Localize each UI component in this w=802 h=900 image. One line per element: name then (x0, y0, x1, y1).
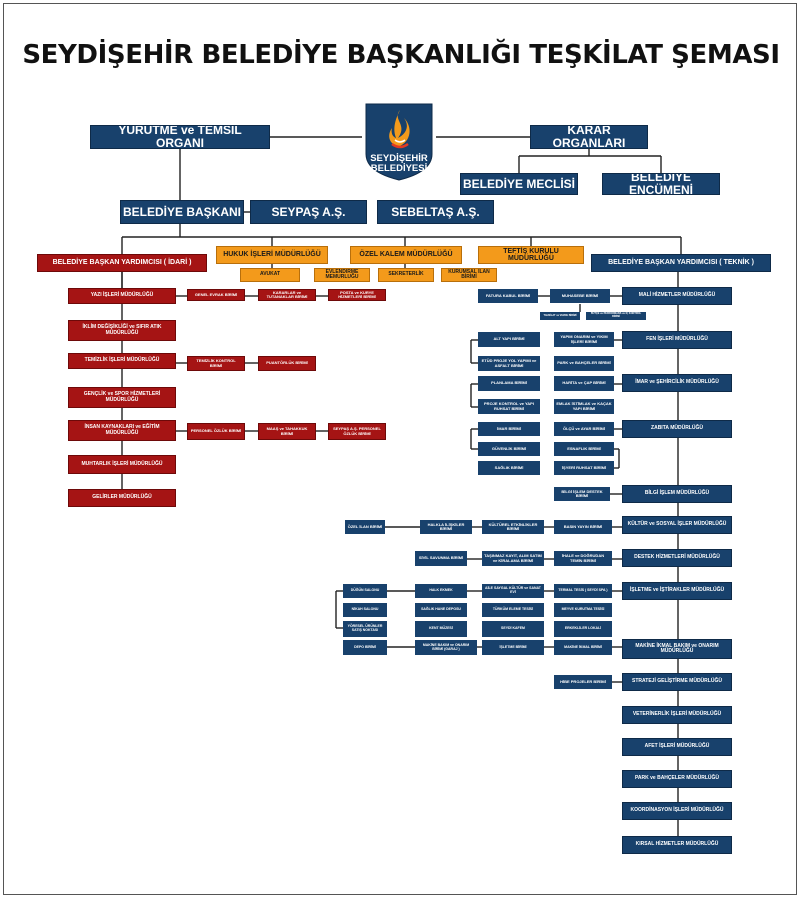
tech-imar-unit-2: PROJE KONTROL ve YAPI RUHSAT BİRİMİ (478, 399, 540, 414)
enterprise-unit-7: MEYVE KURUTMA TESİSİ (554, 603, 612, 617)
admin-unit-2-0: TEMİZLİK KONTROL BİRİMİ (187, 356, 245, 371)
culture-unit-0: ÖZEL İLAN BİRİMİ (345, 520, 385, 534)
lawyer-box: AVUKAT (240, 268, 300, 282)
machinery-unit-0: DEPO BİRİMİ (343, 640, 387, 655)
enterprise-unit-3: TERMAL TESİS ( SEYDİ SPA ) (554, 584, 612, 598)
admin-unit-0-1: KARARLAR ve TUTANAKLAR BİRİMİ (258, 289, 316, 301)
marriage-office-box: EVLENDİRME MEMURLUĞU (314, 268, 370, 282)
tech-fen-unit-0: ALT YAPI BİRİMİ (478, 332, 540, 347)
support-unit-0: SİVİL SAVUNMA BİRİMİ (415, 551, 467, 566)
executive-organ-box: YÜRÜTME ve TEMSİL ORGANI (90, 125, 270, 149)
page-title: SEYDİŞEHİR BELEDİYE BAŞKANLIĞI TEŞKİLAT … (22, 40, 780, 70)
machinery-unit-3: MAKİNE İKMAL BİRİMİ (554, 640, 612, 655)
sebeltas-company-box: SEBELTAŞ A.Ş. (377, 200, 494, 224)
municipal-committee-box: BELEDİYE ENCÜMENİ (602, 173, 720, 195)
tech-directorate-9: MAKİNE İKMAL BAKIM ve ONARIM MÜDÜRLÜĞÜ (622, 639, 732, 659)
enterprise-unit-4: NİKAH SALONU (343, 603, 387, 617)
seypas-company-box: SEYPAŞ A.Ş. (250, 200, 367, 224)
municipality-logo: SEYDİŞEHİR BELEDİYESİ (362, 100, 436, 182)
tech-directorate-14: KOORDİNASYON İŞLERİ MÜDÜRLÜĞÜ (622, 802, 732, 820)
private-office-box: ÖZEL KALEM MÜDÜRLÜĞÜ (350, 246, 462, 264)
admin-unit-4-0: PERSONEL ÖZLÜK BİRİMİ (187, 423, 245, 440)
tech-directorate-12: AFET İŞLERİ MÜDÜRLÜĞÜ (622, 738, 732, 756)
tech-directorate-11: VETERİNERLİK İŞLERİ MÜDÜRLÜĞÜ (622, 706, 732, 724)
tech-fen-unit-3: PARK ve BAHÇELER BİRİMİ (554, 356, 614, 371)
tech-imar-unit-0: PLANLAMA BİRİMİ (478, 376, 540, 391)
tech-zabita-unit-5: İŞYERİ RUHSAT BİRİMİ (554, 461, 614, 475)
inspection-board-box: TEFTİŞ KURULU MÜDÜRLÜĞÜ (478, 246, 584, 264)
institutional-announcement-box: KURUMSAL İLAN BİRİMİ (441, 268, 497, 282)
culture-unit-1: HALKLA İLİŞKİLER BİRİMİ (420, 520, 472, 534)
legal-affairs-box: HUKUK İŞLERİ MÜDÜRLÜĞÜ (216, 246, 328, 264)
enterprise-unit-11: ERKEKLİLER LOKALİ (554, 621, 612, 637)
machinery-unit-2: İŞLETME BİRİMİ (482, 640, 544, 655)
logo-line2: BELEDİYESİ (371, 163, 428, 174)
enterprise-unit-9: KENT MÜZESİ (415, 621, 467, 637)
accounting-unit: MUHASEBE BİRİMİ (550, 289, 610, 303)
invoice-acceptance-unit: FATURA KABUL BİRİMİ (478, 289, 538, 303)
tech-directorate-8: İŞLETME ve İŞTİRAKLER MÜDÜRLÜĞÜ (622, 582, 732, 600)
municipal-council-box: BELEDİYE MECLİSİ (460, 173, 578, 195)
enterprise-unit-6: TÜRKÜM ELEME TESİSİ (482, 603, 544, 617)
enterprise-unit-2: AİLE SAYGAL KÜLTÜR ve SANAT EVİ (482, 584, 544, 598)
admin-deputy-mayor-box: BELEDİYE BAŞKAN YARDIMCISI ( İDARİ ) (37, 254, 207, 272)
tech-directorate-5: BİLGİ İŞLEM MÜDÜRLÜĞÜ (622, 485, 732, 503)
admin-unit-4-2: SEYPAŞ A.Ş. PERSONEL ÖZLÜK BİRİMİ (328, 423, 386, 440)
logo-line1: SEYDİŞEHİR (370, 153, 428, 164)
enterprise-unit-5: SAĞLIK HANE DEPOSU (415, 603, 467, 617)
tech-zabita-unit-4: SAĞLIK BİRİMİ (478, 461, 540, 475)
admin-unit-2-1: PUANTÖRLÜK BİRİMİ (258, 356, 316, 371)
tech-directorate-6: KÜLTÜR ve SOSYAL İŞLER MÜDÜRLÜĞÜ (622, 516, 732, 534)
tech-directorate-13: PARK ve BAHÇELER MÜDÜRLÜĞÜ (622, 770, 732, 788)
budget-unit: BÜTÇE ve PERFORMANS ve İÇ KONTROL BİRİMİ (586, 312, 646, 320)
page-frame (3, 3, 797, 895)
tech-fen-unit-2: ETÜD PROJE YOL YAPIMI ve ASFALT BİRİMİ (478, 356, 540, 371)
support-unit-2: İHALE ve DOĞRUDAN TEMİN BİRİMİ (554, 551, 612, 566)
admin-directorate-3: TEMİZLİK İŞLERİ MÜDÜRLÜĞÜ (68, 353, 176, 369)
secretariat-box: SEKRETERLİK (378, 268, 434, 282)
grant-projects-unit: HİBE PROJELER BİRİMİ (554, 675, 612, 689)
enterprise-unit-1: HALK EKMEK (415, 584, 467, 598)
tech-fen-unit-1: YAPIM ONARIM ve YIKIM İŞLERİ BİRİMİ (554, 332, 614, 347)
admin-unit-0-2: POSTA ve KURYE HİZMETLERİ BİRİMİ (328, 289, 386, 301)
enterprise-unit-10: SEYDİ KAFEM (482, 621, 544, 637)
admin-directorate-2: İKLİM DEĞİŞİKLİĞİ ve SIFIR ATIK MÜDÜRLÜĞ… (68, 320, 176, 341)
tech-directorate-3: İMAR ve ŞEHİRCİLİK MÜDÜRLÜĞÜ (622, 374, 732, 392)
tech-zabita-unit-2: GÜVENLİK BİRİMİ (478, 442, 540, 456)
admin-directorate-7: GELİRLER MÜDÜRLÜĞÜ (68, 489, 176, 507)
support-unit-1: TAŞINMAZ KAYIT, ALIM SATIM ve KİRALAMA B… (482, 551, 544, 566)
tech-directorate-15: KIRSAL HİZMETLER MÜDÜRLÜĞÜ (622, 836, 732, 854)
culture-unit-2: KÜLTÜREL ETKİNLİKLER BİRİMİ (482, 520, 544, 534)
collection-unit: TAHSİLAT ve VEZNE BİRİMİ (540, 312, 580, 320)
flame-logo-icon: SEYDİŞEHİR BELEDİYESİ (365, 103, 433, 181)
culture-unit-3: BASIN YAYIN BİRİMİ (554, 520, 612, 534)
it-support-unit: BİLGİ İŞLEM DESTEK BİRİMİ (554, 487, 610, 501)
enterprise-unit-0: DÜĞÜN SALONU (343, 584, 387, 598)
tech-zabita-unit-3: ESNAFLIK BİRİMİ (554, 442, 614, 456)
machinery-unit-1: MAKİNE BAKIM ve ONARIM BİRİMİ (GARAJ ) (415, 640, 477, 655)
tech-directorate-10: STRATEJİ GELİŞTİRME MÜDÜRLÜĞÜ (622, 673, 732, 691)
tech-directorate-4: ZABITA MÜDÜRLÜĞÜ (622, 420, 732, 438)
tech-zabita-unit-0: İMAR BİRİMİ (478, 422, 540, 436)
admin-unit-0-0: GENEL EVRAK BİRİMİ (187, 289, 245, 301)
tech-imar-unit-3: EMLAK İSTİMLAK ve KAÇAK YAPI BİRİMİ (554, 399, 614, 414)
tech-directorate-2: FEN İŞLERİ MÜDÜRLÜĞÜ (622, 331, 732, 349)
admin-directorate-5: İNSAN KAYNAKLARI ve EĞİTİM MÜDÜRLÜĞÜ (68, 420, 176, 441)
admin-directorate-4: GENÇLİK ve SPOR HİZMETLERİ MÜDÜRLÜĞÜ (68, 387, 176, 408)
tech-imar-unit-1: HARİTA ve ÇAP BİRİMİ (554, 376, 614, 391)
mayor-box: BELEDİYE BAŞKANI (120, 200, 244, 224)
tech-directorate-7: DESTEK HİZMETLERİ MÜDÜRLÜĞÜ (622, 549, 732, 567)
enterprise-unit-8: YÖRESEL ÜRÜNLER SATIŞ NOKTASI (343, 621, 387, 637)
tech-directorate-1: MALİ HİZMETLER MÜDÜRLÜĞÜ (622, 287, 732, 305)
decision-organs-box: KARAR ORGANLARI (530, 125, 648, 149)
admin-directorate-6: MUHTARLIK İŞLERİ MÜDÜRLÜĞÜ (68, 455, 176, 474)
admin-unit-4-1: MAAŞ ve TAHAKKUK BİRİMİ (258, 423, 316, 440)
admin-directorate-1: YAZI İŞLERİ MÜDÜRLÜĞÜ (68, 288, 176, 304)
technical-deputy-mayor-box: BELEDİYE BAŞKAN YARDIMCISI ( TEKNİK ) (591, 254, 771, 272)
tech-zabita-unit-1: ÖLÇÜ ve AYAR BİRİMİ (554, 422, 614, 436)
